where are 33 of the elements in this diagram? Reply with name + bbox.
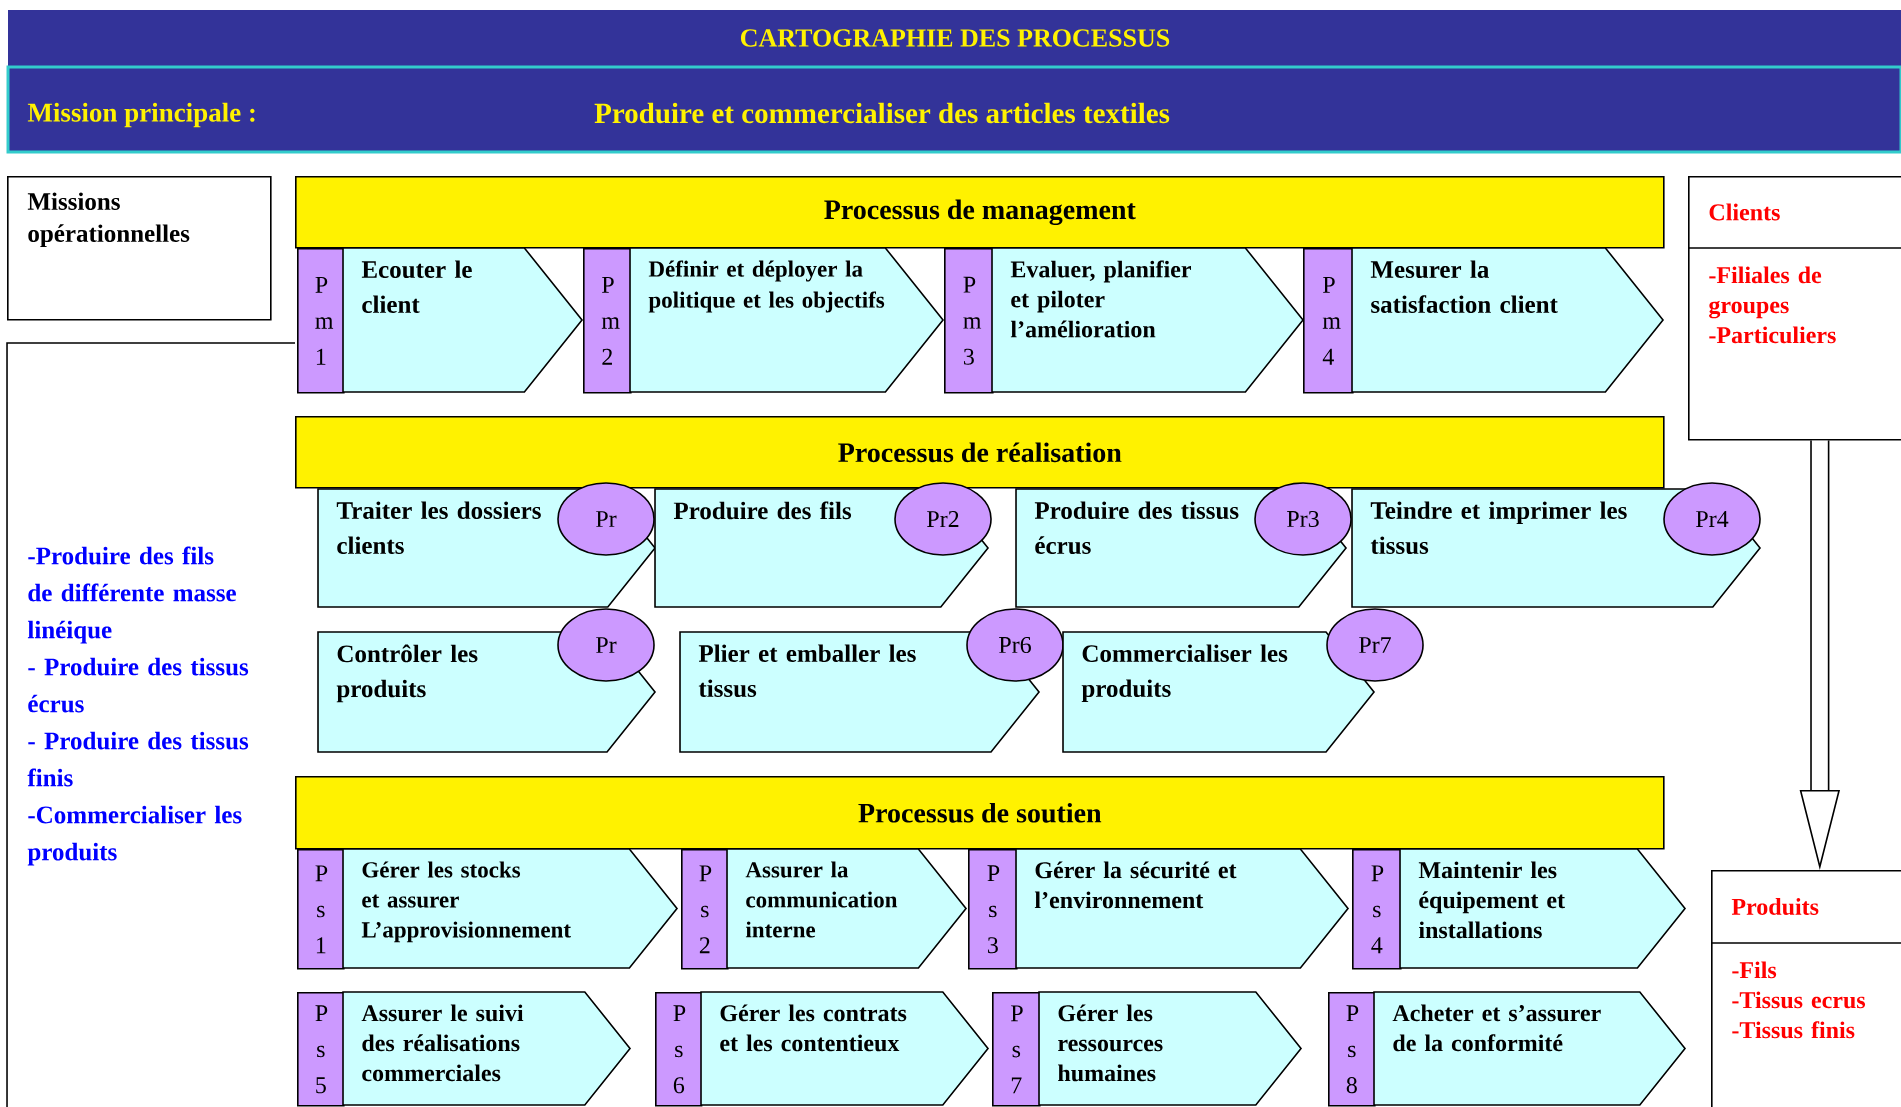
process-box: Définir et déployer la politique et les objectifs xyxy=(629,247,945,393)
mission-list-box: -Produire des fils de différente masse linéique - Produire des tissus écrus - Produire des tissus finis -Commercialiser les produits xyxy=(6,342,296,1107)
process-code-tag: P m 4 xyxy=(1303,248,1354,394)
process-code-tag: P m 1 xyxy=(297,248,345,394)
process-box: Acheter et s’assurer de la conformité xyxy=(1373,991,1687,1106)
process-code-tag: P s 8 xyxy=(1328,992,1376,1107)
process-code-tag: P m 2 xyxy=(583,248,632,394)
category-band: Processus de soutien xyxy=(295,776,1665,850)
mission-box: Missions opérationnelles xyxy=(7,176,272,321)
process-code-tag: P s 2 xyxy=(681,849,729,970)
category-band: Processus de management xyxy=(295,176,1665,249)
process-box: Assurer le suivi des réalisations commerciales xyxy=(342,991,632,1106)
list-box: Clients -Filiales de groupes -Particuliers xyxy=(1687,176,1901,441)
process-code-tag: P s 4 xyxy=(1352,849,1402,970)
mission-band: Mission principale : Produire et commercialiser des articles textiles xyxy=(6,65,1901,154)
process-box: Ecouter le client xyxy=(342,247,584,393)
process-code-tag: P m 3 xyxy=(944,248,994,394)
process-box: Gérer les stocks et assurer L’approvisionnement xyxy=(342,848,679,969)
list-box: Produits -Fils -Tissus ecrus -Tissus finis xyxy=(1710,870,1901,1107)
process-box: Maintenir les équipement et installations xyxy=(1399,848,1687,969)
title-band: CARTOGRAPHIE DES PROCESSUS xyxy=(8,10,1901,67)
process-box: Gérer la sécurité et l’environnement xyxy=(1015,848,1350,969)
process-box: Evaluer, planifier et piloter l’amélioration xyxy=(991,247,1305,393)
process-box: Mesurer la satisfaction client xyxy=(1351,247,1665,393)
process-code-tag: P s 5 xyxy=(297,992,345,1107)
process-code-tag: P s 3 xyxy=(968,849,1018,970)
process-box: Assurer la communication interne xyxy=(726,848,968,969)
process-box: Gérer les ressources humaines xyxy=(1038,991,1303,1106)
process-code-tag: P s 1 xyxy=(297,849,345,970)
process-code-tag: P s 7 xyxy=(992,992,1041,1107)
category-band: Processus de réalisation xyxy=(295,416,1665,489)
process-box: Gérer les contrats et les contentieux xyxy=(700,991,990,1106)
process-code-tag: P s 6 xyxy=(655,992,703,1107)
